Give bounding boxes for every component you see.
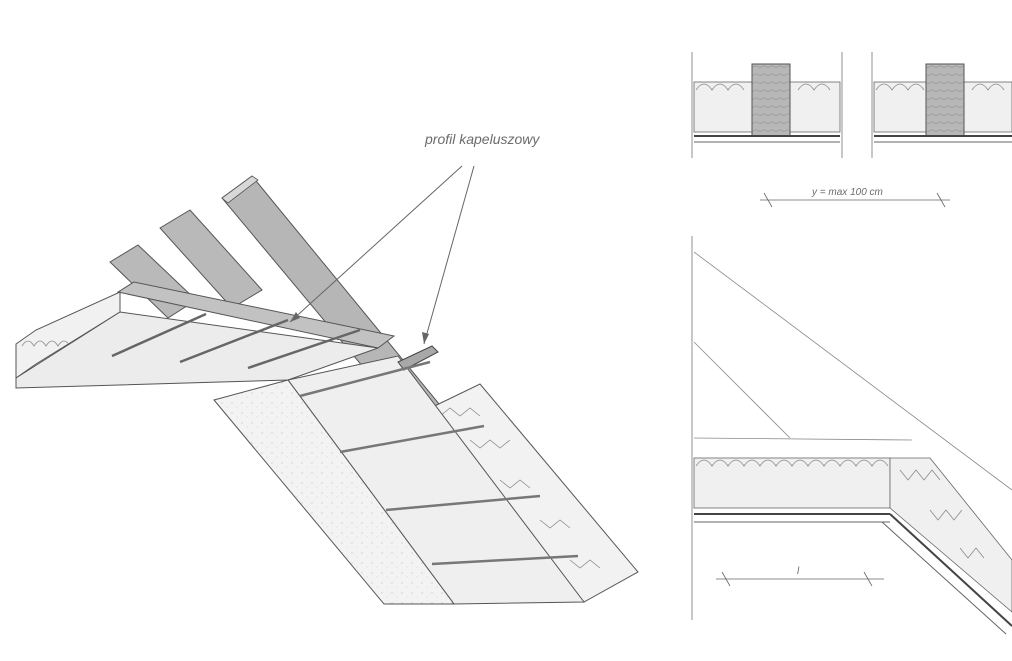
spacing-dimension-label: y = max 100 cm [812, 187, 883, 198]
isometric-view [15, 165, 639, 605]
callout-arrowhead-2 [422, 332, 429, 344]
hat-profile-s2 [339, 424, 485, 454]
hat-profile-callout-label: profil kapeluszowy [425, 131, 540, 147]
ceiling-board-horizontal [15, 311, 379, 389]
ceiling-beam [116, 281, 396, 349]
hat-profile-s3 [385, 494, 541, 512]
hat-profile-end [397, 345, 439, 371]
rafter-2 [159, 209, 263, 309]
callout-leader-1 [289, 165, 463, 323]
timber-post-right [925, 63, 965, 137]
ceiling-board-slope-front [213, 379, 455, 605]
hat-profile-h3 [247, 328, 361, 370]
timber-post-left [751, 63, 791, 137]
hat-profile-h1 [111, 312, 207, 358]
hat-profile-s4 [431, 554, 579, 566]
section-detail-top [691, 52, 1012, 208]
span-dimension-label: l [797, 566, 800, 577]
hat-profile-s1 [299, 360, 431, 398]
rafter-3-top [221, 175, 259, 204]
callout-arrowhead-1 [290, 312, 300, 322]
callout-leader-2 [423, 165, 475, 345]
insulation-slope-section [889, 457, 1012, 613]
rafter-1 [109, 244, 197, 319]
section-detail-bottom [691, 236, 1012, 635]
hat-profile-h2 [179, 318, 289, 364]
